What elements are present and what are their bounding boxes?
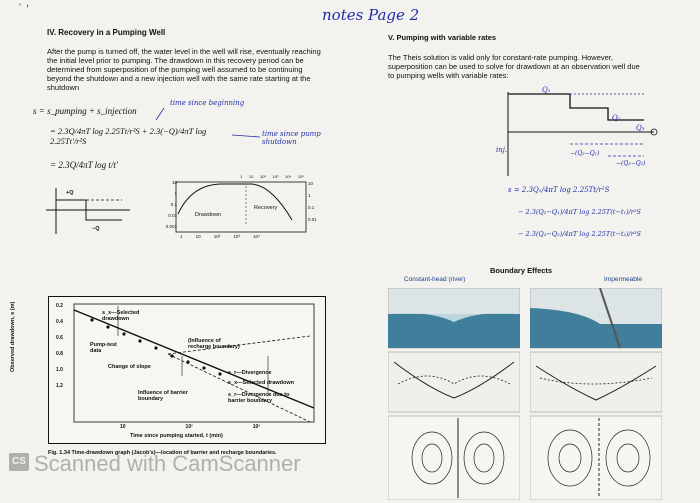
right-tick: 1 xyxy=(308,193,311,198)
right-tick: 10 xyxy=(308,181,314,186)
annot-selected-drawdown: s_x—Selected drawdown xyxy=(102,310,140,322)
x-tick: 10² xyxy=(185,424,193,430)
equation-recovery: = 2.3Q/4πT log t/t′ xyxy=(50,160,118,170)
variable-rate-eq-1: s = 2.3Q₁/4πT log 2.25Tt/r²S xyxy=(508,186,610,194)
x-tick: 10 xyxy=(120,424,126,430)
top-tick: 1 xyxy=(240,174,243,179)
y-tick: 0.01 xyxy=(168,213,177,218)
section-v-heading: V. Pumping with variable rates xyxy=(388,33,497,42)
section-v-paragraph: The Theis solution is valid only for con… xyxy=(388,53,640,80)
jacob-chart xyxy=(73,303,315,423)
annot-pump-test-data: Pump-test data xyxy=(90,342,117,354)
equation-superposition: s = s_pumping + s_injection xyxy=(33,106,137,116)
variable-rate-sketch xyxy=(507,92,658,176)
y-tick: 0.001 xyxy=(165,224,177,229)
recovery-plot-recovery-label: Recovery xyxy=(254,205,278,211)
y-tick: 0.1 xyxy=(170,202,177,207)
annot-influence-barrier: Influence of barrier boundary xyxy=(138,390,188,402)
top-tick: 10 xyxy=(248,174,254,179)
hydro-minus-q: −Q xyxy=(92,226,100,232)
y-tick: 1 xyxy=(174,191,177,196)
hydro-plus-q: +Q xyxy=(66,190,74,196)
x-tick: 10³ xyxy=(233,234,240,239)
jacob-x-label: Time since pumping started, t (min) xyxy=(130,433,223,439)
y-tick: 0.2 xyxy=(56,303,63,309)
x-tick: 10² xyxy=(213,234,221,239)
section-iv-paragraph: After the pump is turned off, the water … xyxy=(47,47,321,92)
recovery-plot-top-ticks: 1 10 10² 10³ 10⁴ 10⁵ xyxy=(240,174,304,179)
recovery-plot-x-ticks: 1 10 10² 10³ 10⁴ xyxy=(180,234,260,239)
pumping-rate-sketch xyxy=(46,188,130,234)
right-tick: 0.01 xyxy=(308,217,317,222)
annot-influence-recharge: (Influence of recharge boundary) xyxy=(188,338,240,350)
recovery-plot-right-ticks: 10 1 0.1 0.01 xyxy=(308,181,317,222)
constant-head-label: Constant-head (river) xyxy=(404,276,466,283)
variable-rate-eq-2: − 2.3(Q₂−Q₁)/4πT log 2.25T(t−t₁)/r²S xyxy=(518,208,641,216)
top-tick: 10³ xyxy=(272,174,279,179)
diff-label-1: −(Q₂−Q₁) xyxy=(570,150,600,157)
x-tick: 1 xyxy=(180,234,183,239)
x-tick: 10⁴ xyxy=(253,234,260,239)
section-iv-heading: IV. Recovery in a Pumping Well xyxy=(47,28,166,37)
q1-label: Q₁ xyxy=(542,86,551,94)
recovery-log-plot xyxy=(175,181,307,233)
handwritten-title: notes Page 2 xyxy=(322,6,420,24)
annot-change-slope: Change of slope xyxy=(108,364,151,370)
top-tick: 10⁴ xyxy=(285,174,292,179)
y-tick: 1.2 xyxy=(56,383,63,389)
q3-label: Q₃ xyxy=(636,124,645,132)
label-time-since-beginning: time since beginning xyxy=(170,99,245,107)
y-tick: 1.0 xyxy=(56,367,63,373)
x-tick: 10³ xyxy=(252,424,260,430)
camscanner-watermark: Scanned with CamScanner xyxy=(34,451,301,476)
header-marks: ` ' xyxy=(18,4,29,15)
shutdown-arrows xyxy=(155,107,260,138)
recovery-plot-y-ticks: 10 1 0.1 0.01 0.001 xyxy=(163,180,177,229)
impermeable-diagram xyxy=(530,288,662,500)
equation-expanded: = 2.3Q/4πT log 2.25Tt/r²S + 2.3(−Q)/4πT … xyxy=(50,126,207,146)
variable-rate-eq-3: − 2.3(Q₃−Q₂)/4πT log 2.25T(t−t₂)/r²S xyxy=(518,230,641,238)
y-tick: 0.6 xyxy=(56,335,63,341)
x-tick: 10 xyxy=(195,234,201,239)
y-tick: 0.4 xyxy=(56,319,63,325)
top-tick: 10² xyxy=(260,174,266,179)
jacob-x-ticks: 10 10² 10³ xyxy=(120,424,260,430)
recovery-plot-drawdown-label: Drawdown xyxy=(195,212,221,218)
y-tick: 0.8 xyxy=(56,351,63,357)
impermeable-label: Impermeable xyxy=(604,276,642,283)
y-tick: 10 xyxy=(171,180,177,185)
right-tick: 0.1 xyxy=(308,205,315,210)
annot-divergence-barrier: s_r—Divergence due to barrier boundary xyxy=(228,392,290,404)
boundary-effects-title: Boundary Effects xyxy=(490,266,553,275)
injection-label: inj. xyxy=(496,146,508,154)
camscanner-badge: CS xyxy=(9,453,29,471)
top-tick: 10⁵ xyxy=(297,174,304,179)
jacob-data-points xyxy=(90,318,222,376)
annot-selected-drawdown-2: s_x—Selected drawdown xyxy=(228,380,295,386)
jacob-y-ticks: 0.2 0.4 0.6 0.8 1.0 1.2 xyxy=(56,303,63,389)
jacob-y-label: Observed drawdown, s (m) xyxy=(10,301,16,372)
figure-caption: Fig. 1.34 Time-drawdown graph (Jacob's)—… xyxy=(48,450,277,456)
q2-label: Q₂ xyxy=(612,114,621,122)
annot-divergence: s_r—Divergence xyxy=(228,370,272,376)
label-time-since-shutdown: time since pump shutdown xyxy=(262,130,321,146)
constant-head-diagram xyxy=(388,288,520,500)
diff-label-2: −(Q₃−Q₂) xyxy=(616,160,646,167)
jacob-chart-panel xyxy=(48,296,326,444)
